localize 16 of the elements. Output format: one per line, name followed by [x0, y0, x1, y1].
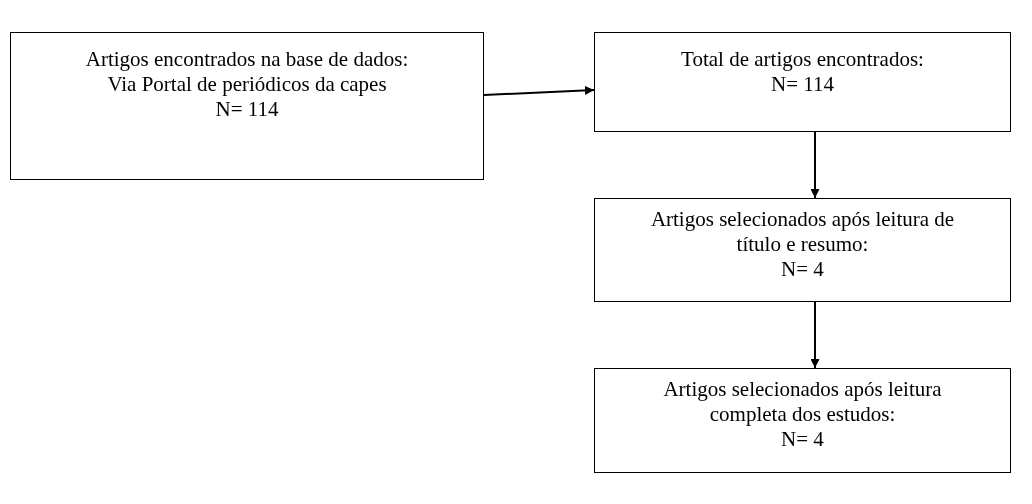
box-text: N= 4 — [781, 427, 824, 452]
box-text: Artigos encontrados na base de dados: — [85, 47, 409, 72]
box-text: Artigos selecionados após leitura de título e resumo: — [649, 207, 956, 257]
process-box — [594, 32, 1011, 132]
box-text: N= 4 — [781, 257, 824, 282]
process-box — [594, 368, 1011, 473]
arrow — [483, 85, 595, 96]
box-text: N= 114 — [771, 72, 834, 97]
arrow — [810, 131, 820, 199]
box-text: Artigos selecionados após leitura completa dos estudos: — [662, 377, 943, 427]
box-text: Via Portal de periódicos da capes — [107, 72, 387, 97]
arrow — [810, 301, 820, 369]
process-box — [594, 198, 1011, 302]
process-box — [10, 32, 484, 180]
box-text: Total de artigos encontrados: — [681, 47, 924, 72]
box-text: N= 114 — [215, 97, 279, 122]
